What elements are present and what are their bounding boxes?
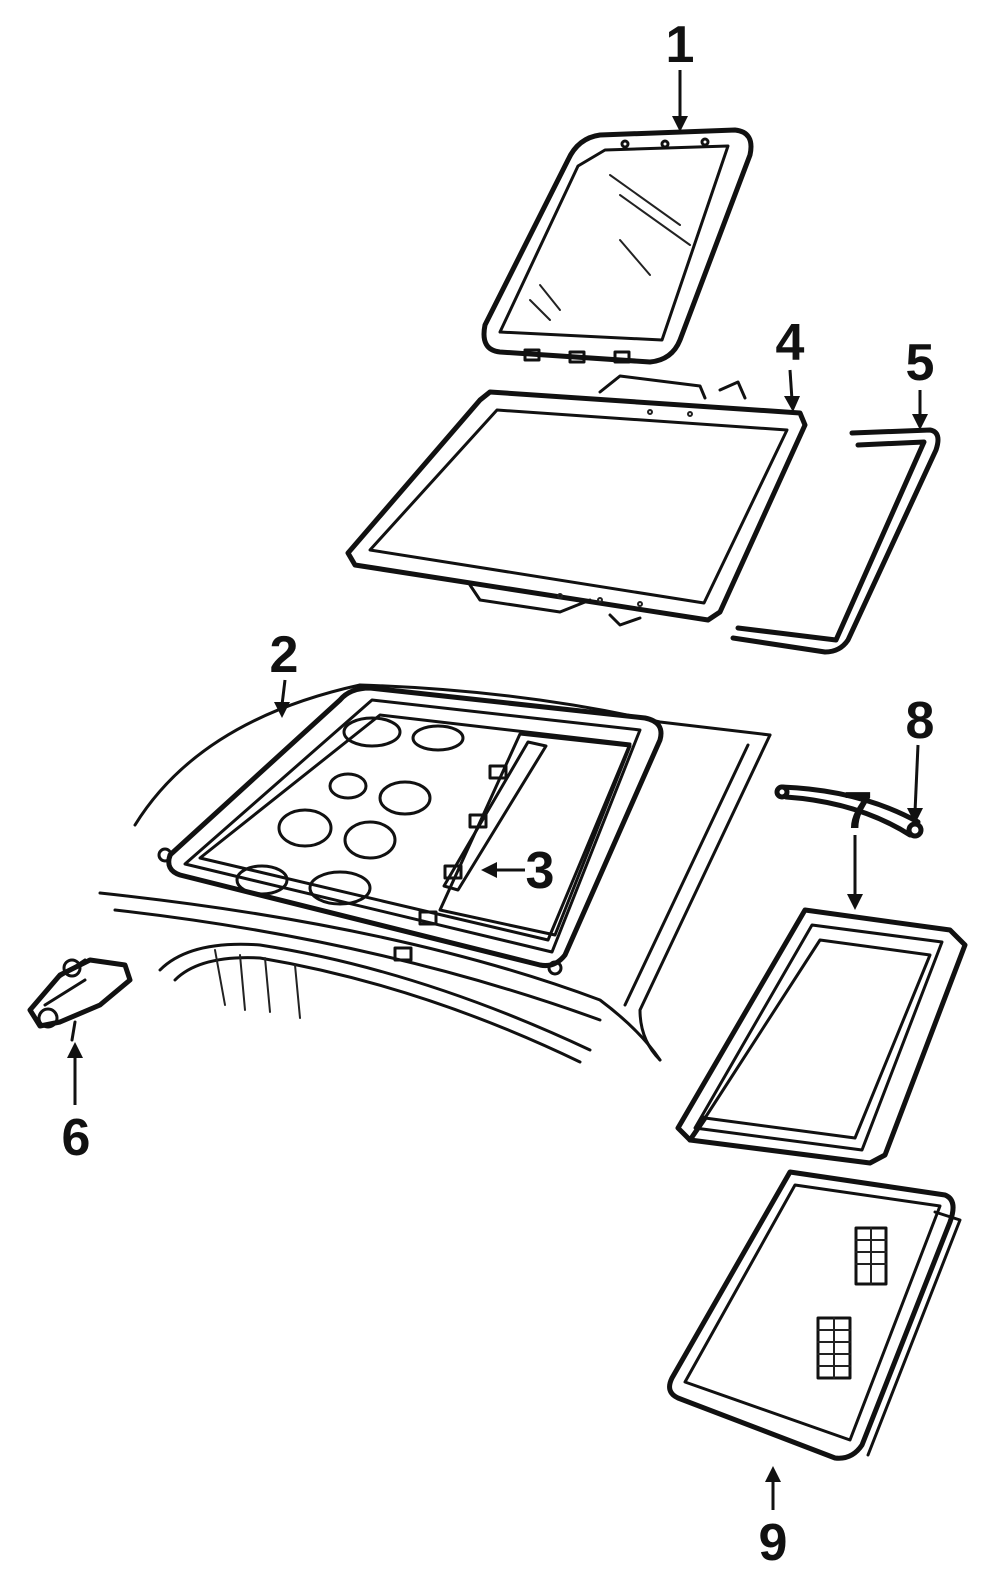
callout-5: 5 [906,334,935,392]
callout-7: 7 [844,782,873,840]
callout-8: 8 [906,692,935,750]
callout-2: 2 [270,626,299,684]
part-4-frame [345,374,808,627]
callout-leaders [67,70,928,1510]
callout-6: 6 [62,1109,91,1167]
part-7-sunshade-frame [675,907,968,1166]
part-9-sunshade-panel [667,1169,962,1461]
part-8-seal-strip [774,784,924,839]
part-1-glass-panel [481,127,754,365]
callout-4: 4 [776,314,805,372]
callout-1: 1 [666,16,695,74]
callout-labels: 1 2 3 4 5 6 7 8 9 [62,16,935,1572]
part-5-weatherstrip [730,427,941,655]
callout-3: 3 [526,842,555,900]
car-roof-body [98,683,772,1064]
part-6-latch [27,957,133,1042]
callout-9: 9 [759,1514,788,1572]
part-2-housing [157,685,664,976]
